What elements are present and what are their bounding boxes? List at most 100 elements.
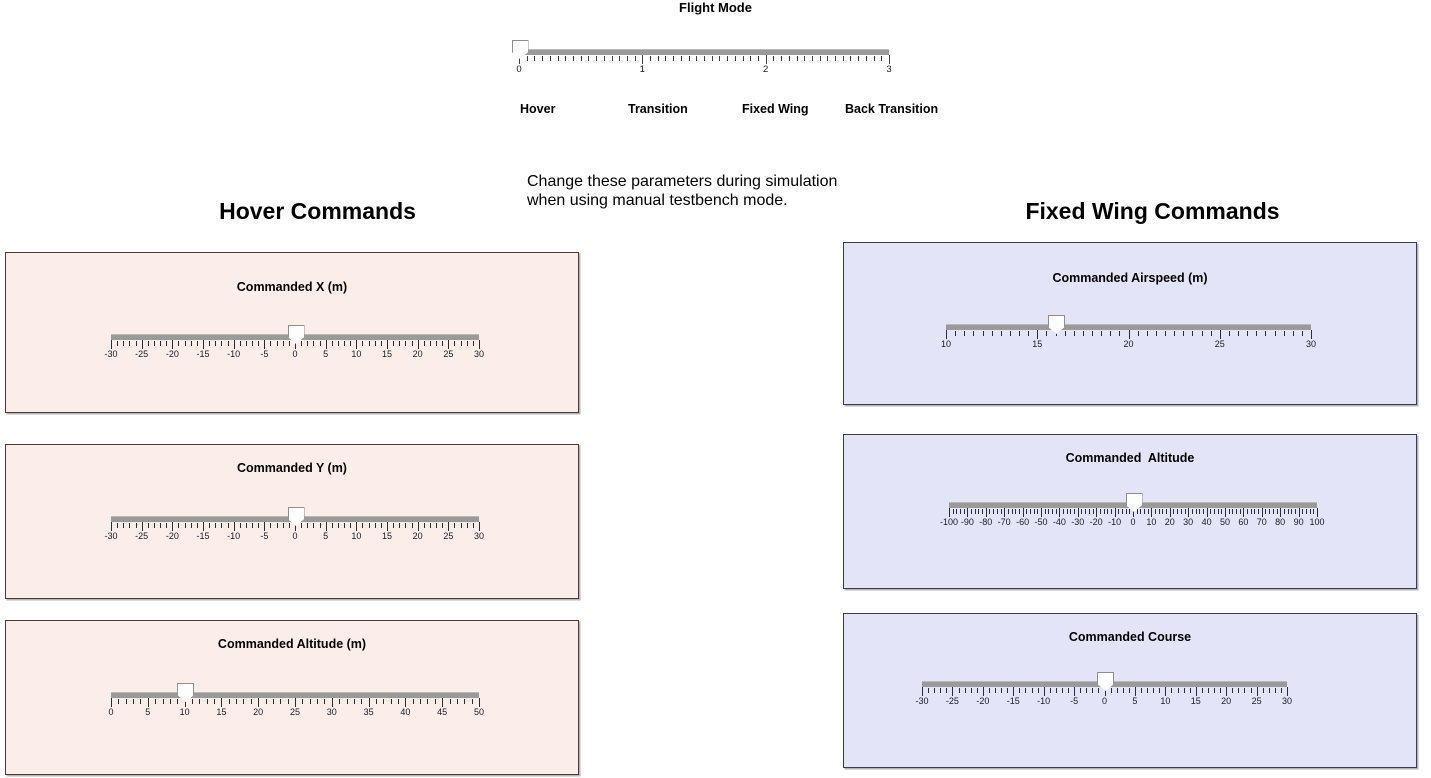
tick-mark <box>1214 688 1215 693</box>
tick-mark <box>1066 509 1068 514</box>
tick-mark <box>1309 509 1311 514</box>
tick-mark <box>1238 688 1240 693</box>
tick-mark <box>996 509 998 514</box>
tick-mark <box>1311 330 1312 339</box>
commanded-altitude-fw-slider-handle[interactable] <box>1125 493 1143 512</box>
commanded-airspeed-slider-track[interactable] <box>946 324 1311 330</box>
tick-mark <box>393 341 395 346</box>
tick-mark <box>665 56 667 61</box>
tick-mark <box>172 340 174 349</box>
flight-mode-slider-track[interactable] <box>519 49 889 55</box>
tick-label: 80 <box>1275 517 1286 527</box>
commanded-airspeed-slider-handle[interactable] <box>1048 315 1065 334</box>
tick-mark <box>276 523 278 528</box>
commanded-x-slider-handle[interactable] <box>287 325 305 344</box>
tick-mark <box>383 699 385 704</box>
commanded-y-slider-ruler <box>111 522 480 532</box>
tick-label: -20 <box>165 531 179 541</box>
tick-mark <box>1250 509 1252 514</box>
tick-mark <box>1206 508 1208 517</box>
tick-mark <box>319 341 321 346</box>
tick-mark <box>1228 509 1230 514</box>
flight-mode-slider-handle[interactable] <box>511 40 529 59</box>
tick-label: -100 <box>939 517 959 527</box>
tick-mark <box>125 699 127 704</box>
simulation-note: Change these parameters during simulatio… <box>527 172 907 210</box>
tick-mark <box>781 56 783 61</box>
tick-mark <box>1159 688 1161 693</box>
tick-mark <box>454 523 456 528</box>
tick-mark <box>1098 688 1100 693</box>
tick-label: 0 <box>516 64 522 75</box>
tick-mark <box>423 523 425 528</box>
tick-mark <box>1195 509 1197 514</box>
tick-mark <box>442 523 444 528</box>
commanded-altitude-hover-slider-handle[interactable] <box>177 683 195 702</box>
commanded-y-slider-handle[interactable] <box>287 507 305 526</box>
tick-mark <box>361 699 363 704</box>
tick-label: 50 <box>473 707 485 717</box>
tick-label: 30 <box>1305 339 1317 349</box>
tick-mark <box>191 699 193 704</box>
tick-mark <box>788 56 790 61</box>
tick-mark <box>1011 509 1013 514</box>
tick-mark <box>889 55 890 64</box>
commanded-altitude-fw-slider-ruler <box>949 508 1318 518</box>
tick-mark <box>922 687 923 696</box>
flight-mode-label-back-transition: Back Transition <box>845 102 939 116</box>
tick-mark <box>280 699 282 704</box>
tick-mark <box>995 688 996 693</box>
tick-mark <box>460 341 462 346</box>
tick-mark <box>1183 331 1185 336</box>
tick-mark <box>460 523 462 528</box>
tick-mark <box>123 341 125 346</box>
tick-mark <box>1000 331 1002 336</box>
tick-mark <box>1171 688 1173 693</box>
flight-mode-slider-ruler <box>519 55 890 65</box>
tick-mark <box>1165 687 1167 696</box>
tick-label: 20 <box>412 531 423 541</box>
tick-mark <box>1195 687 1197 696</box>
tick-mark <box>989 509 991 514</box>
tick-mark <box>1280 688 1282 693</box>
tick-mark <box>239 523 241 528</box>
tick-mark <box>380 341 382 346</box>
tick-mark <box>704 56 705 61</box>
tick-label: 25 <box>1214 339 1225 349</box>
tick-mark <box>1104 687 1106 696</box>
tick-mark <box>1025 688 1027 693</box>
tick-mark <box>611 56 613 61</box>
tick-mark <box>1225 508 1226 517</box>
tick-mark <box>842 56 844 61</box>
tick-mark <box>1004 508 1006 517</box>
tick-label: -70 <box>997 517 1011 527</box>
tick-mark <box>479 698 480 707</box>
tick-mark <box>245 523 247 528</box>
commanded-course-slider-handle[interactable] <box>1097 672 1114 691</box>
tick-mark <box>1092 688 1094 693</box>
commanded-altitude-hover-slider-track[interactable] <box>111 692 479 698</box>
tick-mark <box>295 698 296 707</box>
tick-label: 15 <box>381 349 393 359</box>
tick-mark <box>970 688 972 693</box>
tick-mark <box>1287 687 1288 696</box>
tick-mark <box>390 699 392 704</box>
tick-mark <box>985 508 987 517</box>
tick-mark <box>1147 688 1149 693</box>
tick-mark <box>1147 509 1149 514</box>
